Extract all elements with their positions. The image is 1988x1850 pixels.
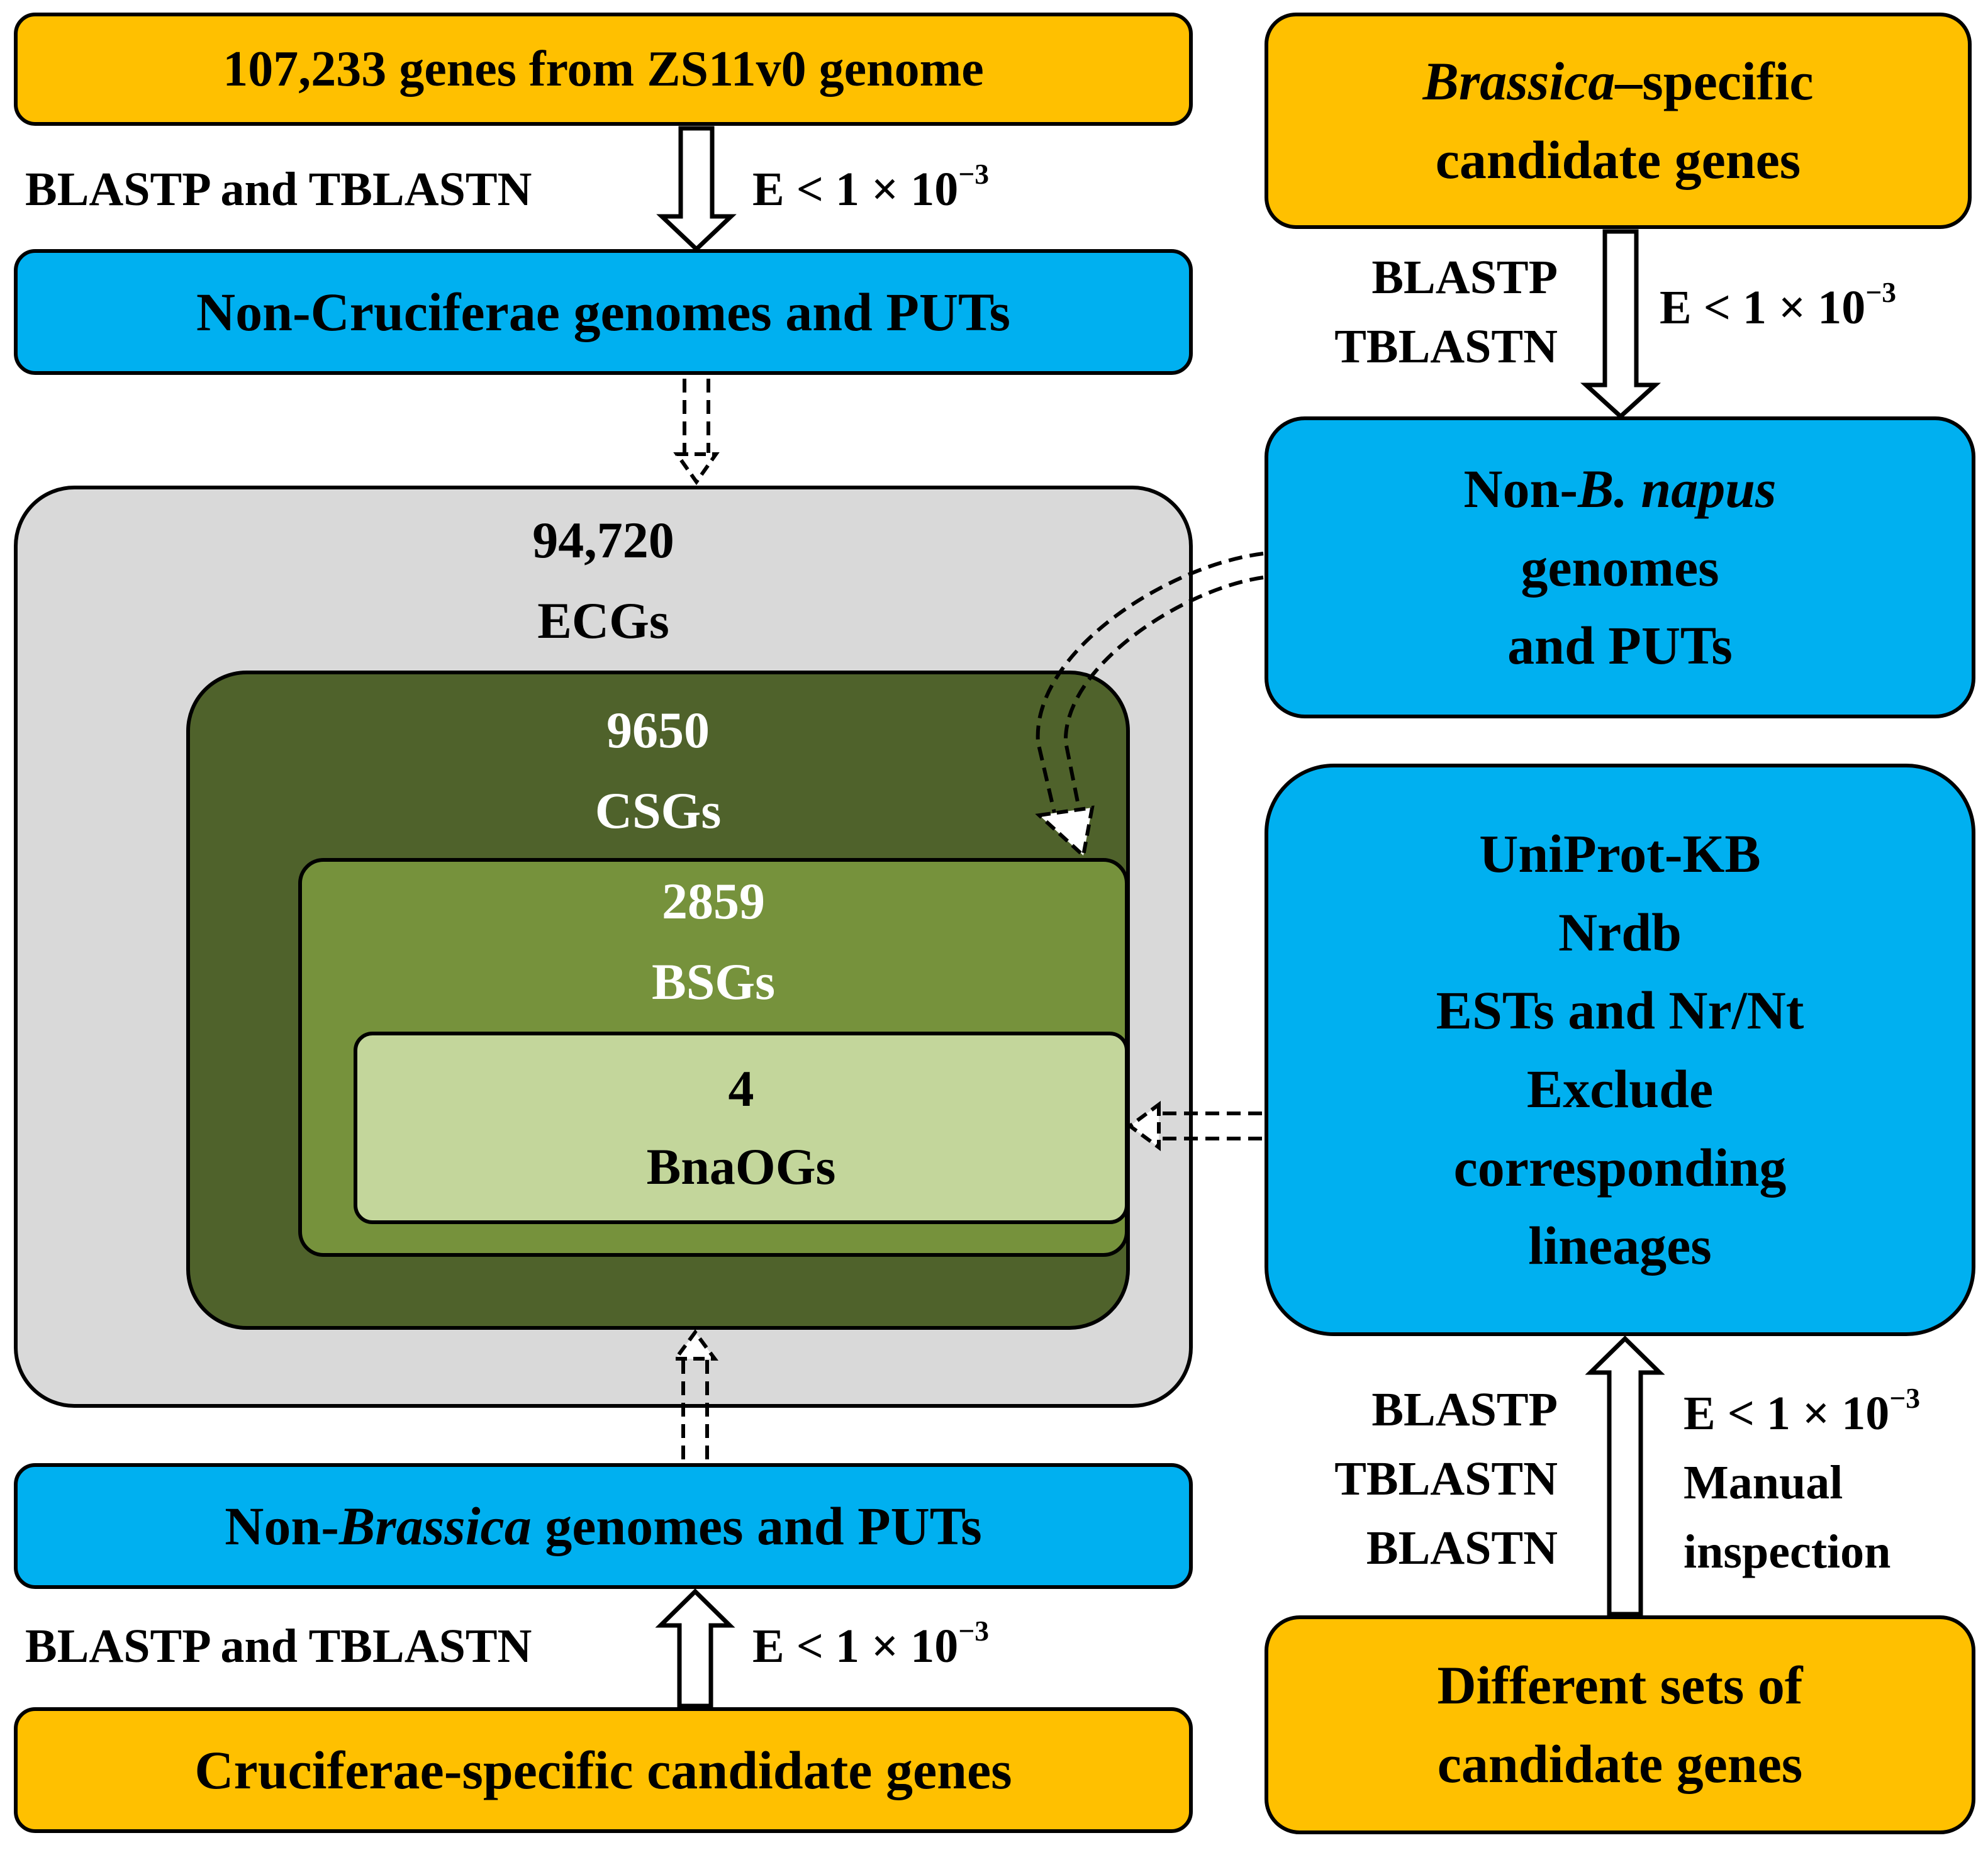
arrow-noncruciferae-to-ecg xyxy=(673,379,720,486)
uniprot-line4: Exclude xyxy=(1526,1059,1714,1119)
bottom-right-threshold-label: E < 1 × 10−3 Manual inspection xyxy=(1684,1381,1921,1579)
non-brassica-db-text: Non-Brassica genomes and PUTs xyxy=(225,1495,982,1556)
top-right-method-label: BLASTP TBLASTN xyxy=(1334,251,1558,374)
bnaog-set-box: 4 BnaOGs xyxy=(354,1032,1129,1224)
csg-name: CSGs xyxy=(595,782,722,839)
non-cruciferae-db-text: Non-Cruciferae genomes and PUTs xyxy=(196,281,1010,342)
zs11-genes-text: 107,233 genes from ZS11v0 genome xyxy=(223,42,984,97)
uniprot-line1: UniProt-KB xyxy=(1479,823,1761,884)
brassica-candidates-box: Brassica–specific candidate genes xyxy=(1265,13,1972,229)
arrow-zs11-to-noncruciferae xyxy=(656,126,737,252)
uniprot-line6: lineages xyxy=(1528,1215,1712,1276)
uniprot-line2: Nrdb xyxy=(1558,901,1682,962)
arrow-nonbrassica-to-csg xyxy=(672,1329,718,1459)
non-bnapus-line3: and PUTs xyxy=(1507,615,1733,676)
arrow-nonbnapus-to-bsg xyxy=(1035,552,1264,859)
bnaog-count: 4 xyxy=(728,1060,754,1117)
top-left-method-label: BLASTP and TBLASTN xyxy=(25,163,532,216)
non-bnapus-line2: genomes xyxy=(1521,537,1719,598)
bsg-count: 2859 xyxy=(662,872,765,930)
different-sets-line2: candidate genes xyxy=(1437,1734,1803,1794)
uniprot-db-box: UniProt-KB Nrdb ESTs and Nr/Nt Exclude c… xyxy=(1265,764,1975,1336)
cruciferae-candidates-box: Cruciferae-specific candidate genes xyxy=(14,1707,1193,1833)
different-sets-box: Different sets of candidate genes xyxy=(1265,1615,1975,1834)
ecg-count: 94,720 xyxy=(532,511,674,569)
arrow-uniprot-to-bnaog xyxy=(1126,1101,1262,1151)
ecg-name: ECGs xyxy=(537,592,669,649)
brassica-candidates-line1: Brassica–specific xyxy=(1422,51,1814,112)
zs11-genes-box: 107,233 genes from ZS11v0 genome xyxy=(14,13,1193,126)
different-sets-line1: Different sets of xyxy=(1437,1655,1803,1716)
csg-count: 9650 xyxy=(606,701,710,759)
top-left-threshold-label: E < 1 × 10−3 xyxy=(752,157,990,216)
non-bnapus-db-box: Non-B. napus genomes and PUTs xyxy=(1265,416,1975,718)
uniprot-line5: corresponding xyxy=(1453,1137,1787,1198)
bsg-name: BSGs xyxy=(652,953,775,1010)
bottom-right-method-label: BLASTP TBLASTN BLASTN xyxy=(1334,1383,1558,1575)
top-right-threshold-label: E < 1 × 10−3 xyxy=(1660,276,1897,334)
cruciferae-candidates-text: Cruciferae-specific candidate genes xyxy=(194,1739,1012,1800)
arrow-brassica-to-nonbnapus xyxy=(1580,229,1661,420)
brassica-candidates-line2: candidate genes xyxy=(1435,130,1801,190)
arrow-cruciferae-to-nonbrassica xyxy=(655,1588,735,1708)
arrow-differentsets-to-uniprot xyxy=(1585,1335,1665,1617)
bottom-left-threshold-label: E < 1 × 10−3 xyxy=(752,1614,990,1673)
non-brassica-db-box: Non-Brassica genomes and PUTs xyxy=(14,1463,1193,1589)
non-brassica-italic: Brassica xyxy=(338,1495,532,1556)
non-cruciferae-db-box: Non-Cruciferae genomes and PUTs xyxy=(14,249,1193,375)
non-bnapus-line1: Non-B. napus xyxy=(1463,458,1777,519)
bnaog-name: BnaOGs xyxy=(646,1138,836,1195)
bottom-left-method-label: BLASTP and TBLASTN xyxy=(25,1620,532,1673)
uniprot-line3: ESTs and Nr/Nt xyxy=(1436,980,1804,1041)
